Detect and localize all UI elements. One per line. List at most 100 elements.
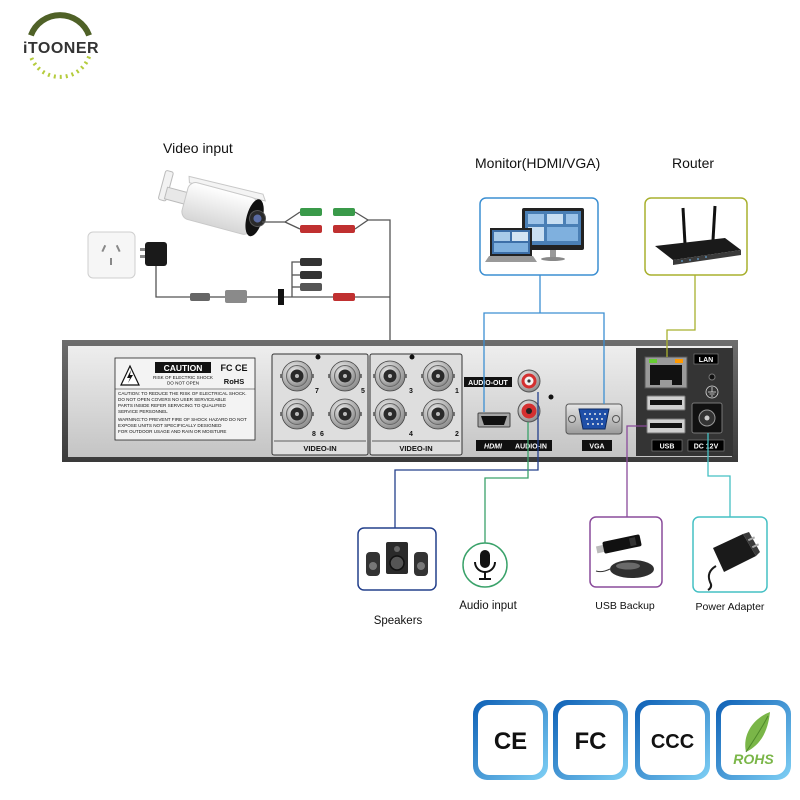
usb-port <box>646 418 686 434</box>
bnc-port <box>373 360 407 392</box>
speakers-label: Speakers <box>374 615 423 627</box>
video-in-label: VIDEO-IN <box>303 444 336 453</box>
rohs-text: ROHS <box>733 751 774 767</box>
speakers-icon <box>366 542 428 576</box>
port-number: 4 <box>409 431 413 438</box>
video-in-block-right: 3 1 4 2 VIDEO-IN <box>369 353 463 456</box>
bullet-camera-icon <box>158 170 267 237</box>
monitor-connection-line <box>483 275 605 412</box>
usb-port <box>646 395 686 411</box>
caution-line: CAUTION: TO REDUCE THE RISK OF ELECTRICA… <box>118 391 246 396</box>
fc-badge: FC <box>553 700 628 780</box>
svg-text:HDMI: HDMI <box>484 444 503 451</box>
logo-text: iTOONER <box>23 40 99 57</box>
audio-in-rca-port <box>517 399 541 423</box>
panel-hole <box>708 373 716 381</box>
caution-line: DO NOT OPEN COVERS NO USER SERVICEABLE <box>118 397 226 402</box>
fc-ce-marks: FC CE <box>221 363 248 373</box>
speakers-box <box>357 527 437 591</box>
rohs-badge: ROHS <box>716 700 791 780</box>
port-number: 7 <box>315 388 319 395</box>
power-plug-icon <box>140 242 167 266</box>
port-number: 1 <box>455 388 459 395</box>
vga-port <box>565 403 623 435</box>
rohs-mark: RoHS <box>224 377 244 386</box>
warning-line: EXPOSE UNITS NOT SPECIFICALLY DESIGNED <box>118 423 222 428</box>
bnc-port <box>421 398 455 430</box>
usb-stick-icon <box>595 534 642 554</box>
logo-ring-top <box>28 12 92 37</box>
bnc-port <box>280 398 314 430</box>
fc-mark: FC <box>575 728 607 755</box>
router-box <box>644 197 748 276</box>
microphone-icon <box>474 550 496 580</box>
caution-title: CAUTION <box>164 363 203 373</box>
router-icon <box>655 205 741 265</box>
dc-power-label: DC 12V <box>687 439 725 452</box>
usb-backup-label: USB Backup <box>595 600 655 612</box>
svg-text:USB: USB <box>660 444 675 451</box>
lan-port-label: LAN <box>693 353 719 365</box>
port-number: 2 <box>455 431 459 438</box>
power-connection-line <box>707 433 731 517</box>
panel-hole <box>548 394 554 400</box>
audio-out-rca-port <box>517 369 541 393</box>
monitor-box <box>479 197 599 276</box>
audio-input-label: Audio input <box>459 600 517 612</box>
router-title: Router <box>672 155 714 171</box>
warning-line: FOR OUTDOOR USAGE AND RAIN OR MOISTURE <box>118 429 226 434</box>
power-adapter-box <box>692 516 768 593</box>
logo-ring-bottom <box>29 55 91 79</box>
usb-port-label: USB <box>651 439 683 452</box>
lan-port <box>644 356 688 389</box>
svg-text:AUDIO-IN: AUDIO-IN <box>515 444 547 451</box>
ce-badge: CE <box>473 700 548 780</box>
video-input-title: Video input <box>163 140 233 156</box>
usb-backup-box <box>589 516 663 588</box>
ccc-mark: CCC <box>651 731 694 753</box>
vga-port-label: VGA <box>582 440 612 451</box>
svg-text:AUDIO-OUT: AUDIO-OUT <box>468 380 508 387</box>
audio-in-port-label: AUDIO-IN <box>510 440 552 451</box>
router-connection-line <box>666 275 696 357</box>
audio-out-port-label: AUDIO-OUT <box>464 377 512 387</box>
bnc-port <box>421 360 455 392</box>
dvr-rear-panel: CAUTION RISK OF ELECTRIC SHOCK DO NOT OP… <box>62 340 738 462</box>
audio-input-connection-line <box>484 422 529 543</box>
port-number: 6 <box>320 431 324 438</box>
power-adapter-label: Power Adapter <box>696 601 765 613</box>
port-number: 8 <box>312 431 316 438</box>
monitor-title: Monitor(HDMI/VGA) <box>475 155 600 171</box>
warning-line: WARNING:TO PREVENT FIRE OF SHOCK HAZARD … <box>118 417 247 422</box>
power-adapter-icon <box>707 532 760 591</box>
video-connectors-icon <box>190 208 355 305</box>
shock-line: DO NOT OPEN <box>167 381 199 386</box>
ccc-badge: CCC <box>635 700 710 780</box>
video-in-label: VIDEO-IN <box>399 444 432 453</box>
bnc-port <box>328 360 362 392</box>
brand-logo: iTOONER <box>23 12 99 79</box>
hdmi-port-label: HDMI <box>476 440 510 451</box>
shock-line: RISK OF ELECTRIC SHOCK <box>153 375 214 380</box>
caution-line: PARTS INSIDE REFER SERVICING TO QUALIFIE… <box>118 403 226 408</box>
hdmi-port <box>477 412 511 428</box>
svg-text:DC 12V: DC 12V <box>694 444 719 451</box>
ground-icon <box>705 385 719 399</box>
bnc-port <box>328 398 362 430</box>
monitor-laptop-icon <box>485 208 584 262</box>
port-number: 5 <box>361 388 365 395</box>
audio-input-circle <box>462 542 508 588</box>
speakers-connection-line <box>394 392 539 528</box>
video-input-cabling <box>155 211 391 362</box>
caution-line: SERVICE PERSONNEL <box>118 409 168 414</box>
svg-text:VGA: VGA <box>589 444 604 451</box>
dc-power-jack <box>691 402 723 434</box>
caution-label: CAUTION RISK OF ELECTRIC SHOCK DO NOT OP… <box>114 357 256 441</box>
bnc-port <box>280 360 314 392</box>
leaf-icon <box>745 712 770 752</box>
usb-connection-line <box>626 425 647 517</box>
bnc-port <box>373 398 407 430</box>
svg-text:LAN: LAN <box>699 357 713 364</box>
